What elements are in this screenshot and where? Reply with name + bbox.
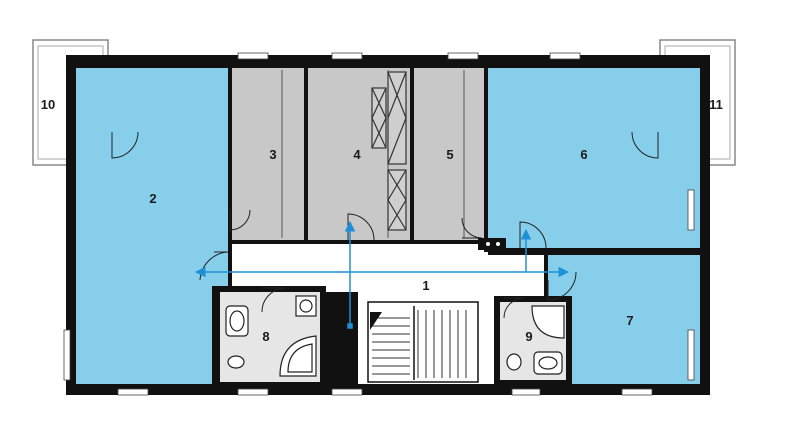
room-label-6: 6 xyxy=(580,147,587,162)
room-label-9: 9 xyxy=(525,329,532,344)
room-label-10: 10 xyxy=(41,97,55,112)
room-label-4: 4 xyxy=(353,147,361,162)
bathroom-8-fixtures xyxy=(225,295,317,377)
bathroom-9-fixtures xyxy=(506,305,565,375)
room-3-area xyxy=(232,68,304,240)
hall-cabinet xyxy=(478,238,506,250)
wardrobe-hangers xyxy=(371,71,407,231)
room-label-3: 3 xyxy=(269,147,276,162)
room-label-2: 2 xyxy=(149,191,156,206)
room-7-area xyxy=(548,255,700,384)
room-label-1: 1 xyxy=(422,278,429,293)
interior-walls xyxy=(212,68,700,386)
room-label-7: 7 xyxy=(626,313,633,328)
room-5-area xyxy=(414,68,484,240)
staircase xyxy=(367,301,479,383)
room-labels: 1 2 3 4 5 6 7 8 9 10 11 xyxy=(41,97,723,344)
room-label-5: 5 xyxy=(446,147,453,162)
windows xyxy=(63,52,695,396)
room-6-area xyxy=(488,68,700,248)
circulation-arrows xyxy=(194,220,570,329)
room-2-area xyxy=(76,68,228,384)
room-label-8: 8 xyxy=(262,329,269,344)
room-label-11: 11 xyxy=(709,97,723,112)
